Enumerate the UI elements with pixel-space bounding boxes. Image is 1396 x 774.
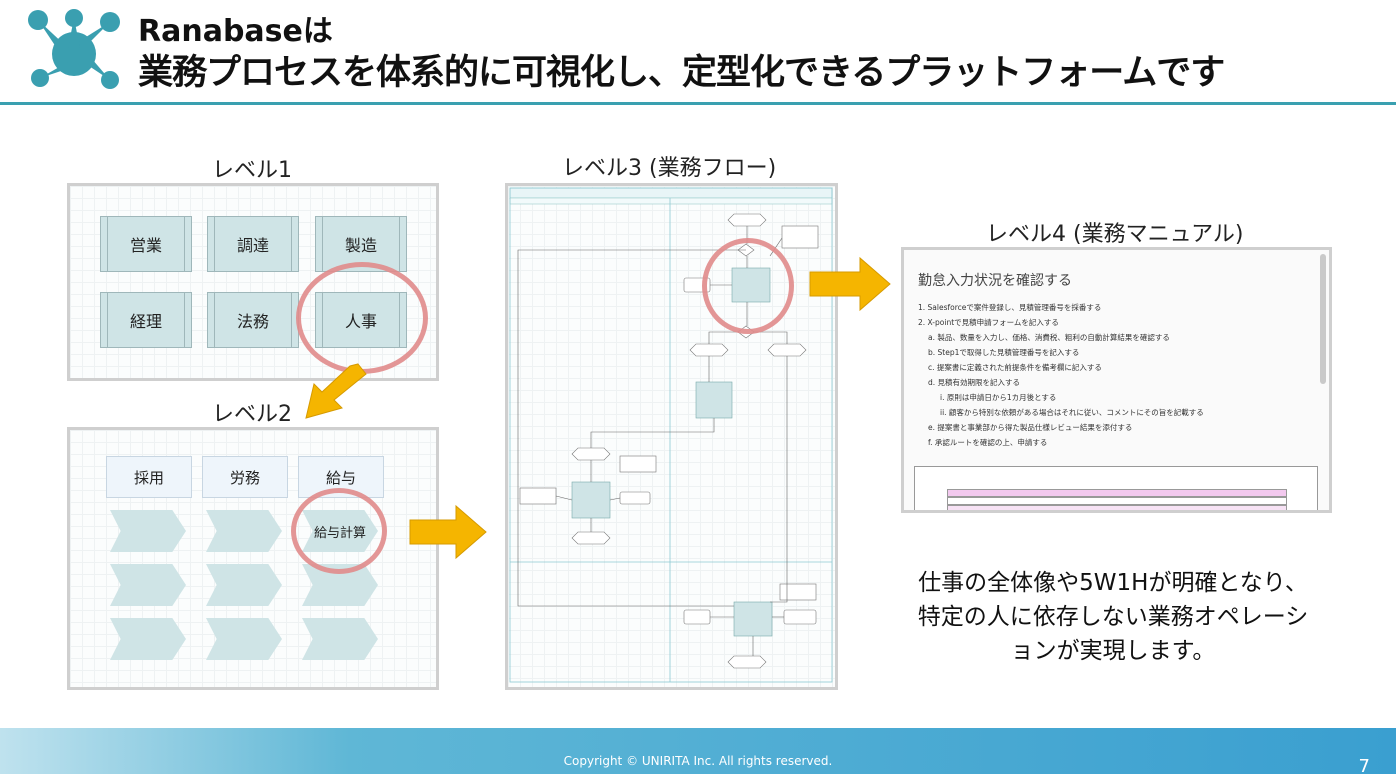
manual-line: i. 原則は申請日から1カ月後とする — [940, 393, 1057, 402]
manual-line: c. 提案書に定義された前提条件を備考欄に記入する — [928, 363, 1102, 372]
manual-line: 1. Salesforceで案件登録し、見積管理番号を採番する — [918, 303, 1102, 312]
level2-process-step[interactable] — [110, 564, 186, 606]
manual-line: f. 承認ルートを確認の上、申請する — [928, 438, 1048, 447]
level3-panel — [505, 183, 838, 690]
level2-panel: 採用 労務 給与 給与計算 — [67, 427, 439, 690]
manual-title: 勤怠入力状況を確認する — [918, 273, 1072, 289]
level2-process-step[interactable] — [110, 618, 186, 660]
footer-bar — [0, 728, 1396, 774]
form-row — [947, 505, 1287, 510]
level4-panel: 勤怠入力状況を確認する 1. Salesforceで案件登録し、見積管理番号を採… — [901, 247, 1332, 513]
manual-line: d. 見積有効期限を記入する — [928, 378, 1021, 387]
page-title-line1: Ranabaseは — [138, 14, 333, 49]
level2-label: レベル2 — [212, 402, 292, 427]
manual-line: e. 提案書と事業部から得た製品仕様レビュー結果を添付する — [928, 423, 1133, 432]
level1-box-procurement[interactable]: 調達 — [207, 216, 299, 272]
level2-process-step[interactable] — [206, 618, 282, 660]
level3-label: レベル3 (業務フロー) — [562, 156, 777, 181]
manual-line: 2. X-pointで見積申請フォームを記入する — [918, 318, 1059, 327]
level2-header-labor[interactable]: 労務 — [202, 456, 288, 498]
level4-label: レベル4 (業務マニュアル) — [986, 222, 1244, 247]
highlight-circle-hr — [296, 262, 428, 374]
level2-process-step[interactable] — [206, 510, 282, 552]
manual-form-preview — [914, 466, 1318, 510]
level1-box-legal[interactable]: 法務 — [207, 292, 299, 348]
form-row-header — [947, 489, 1287, 497]
level2-header-recruiting[interactable]: 採用 — [106, 456, 192, 498]
arrow-right-icon — [809, 256, 891, 312]
level2-process-step[interactable] — [302, 618, 378, 660]
header-divider — [0, 102, 1396, 105]
level1-label: レベル1 — [212, 158, 292, 183]
highlight-circle-payroll — [291, 488, 387, 574]
manual-line: a. 製品、数量を入力し、価格、消費税、粗利の自動計算結果を確認する — [928, 333, 1170, 342]
level1-panel: 営業 調達 製造 経理 法務 人事 — [67, 183, 439, 381]
arrow-down-left-icon — [305, 363, 367, 419]
summary-caption: 仕事の全体像や5W1Hが明確となり、特定の人に依存しない業務オペレーションが実現… — [917, 570, 1309, 664]
manual-line: b. Step1で取得した見積管理番号を記入する — [928, 348, 1080, 357]
ranabase-logo-icon — [28, 9, 120, 89]
form-row — [947, 497, 1287, 505]
level1-box-sales[interactable]: 営業 — [100, 216, 192, 272]
manual-line: ii. 顧客から特別な依頼がある場合はそれに従い、コメントにその旨を記載する — [940, 408, 1204, 417]
page-title-line2: 業務プロセスを体系的に可視化し、定型化できるプラットフォームです — [138, 53, 1225, 93]
arrow-right-icon — [409, 504, 487, 560]
page-number: 7 — [1358, 756, 1370, 774]
level2-process-step[interactable] — [110, 510, 186, 552]
manual-scrollbar[interactable] — [1320, 254, 1326, 384]
copyright-text: Copyright © UNIRITA Inc. All rights rese… — [563, 754, 833, 768]
highlight-circle-flow-step — [702, 238, 794, 334]
level2-process-step[interactable] — [206, 564, 282, 606]
level1-box-accounting[interactable]: 経理 — [100, 292, 192, 348]
